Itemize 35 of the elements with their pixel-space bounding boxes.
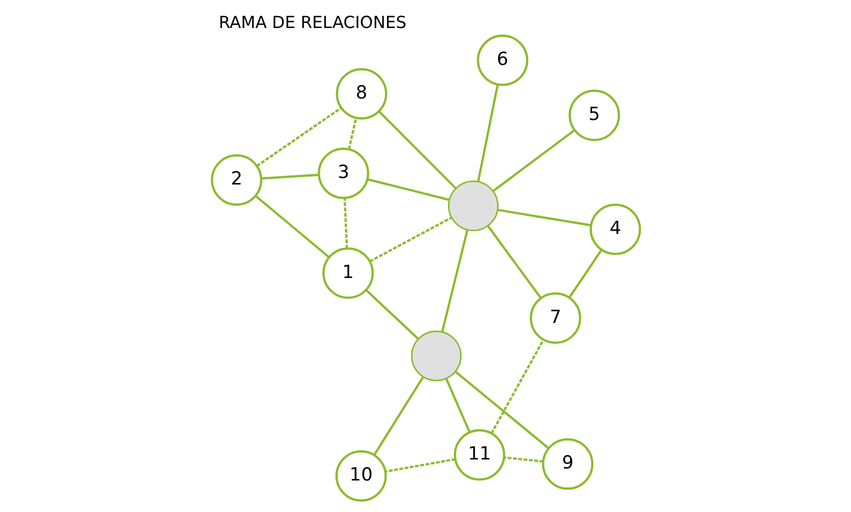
- node-circle: 1: [322, 247, 374, 299]
- connector: [444, 378, 470, 433]
- node-circle: 7: [529, 292, 581, 344]
- node-circle: 3: [317, 148, 369, 200]
- connector: [254, 195, 330, 258]
- node-circle: 10: [334, 450, 386, 502]
- node-circle: 4: [589, 204, 641, 256]
- connector: [372, 376, 424, 456]
- connector: [256, 106, 342, 167]
- connector: [486, 225, 542, 299]
- connector: [492, 129, 575, 192]
- node-circle: 9: [542, 438, 593, 490]
- node-circle: 5: [568, 90, 620, 142]
- connector: [366, 178, 450, 201]
- connector: [568, 249, 602, 298]
- diagram-title: RAMA DE RELACIONES: [218, 12, 406, 32]
- connector: [504, 456, 543, 463]
- connector: [490, 339, 544, 434]
- connector: [364, 289, 419, 340]
- connector: [343, 198, 348, 248]
- connector: [497, 208, 591, 226]
- node-circle: [447, 180, 498, 232]
- connector: [347, 118, 357, 150]
- node-circle: 6: [476, 34, 528, 86]
- connector: [368, 216, 452, 262]
- node-circle: 2: [210, 154, 262, 206]
- connector: [260, 174, 318, 180]
- connector: [476, 84, 498, 182]
- connector: [454, 370, 549, 450]
- connector: [378, 110, 456, 189]
- node-circle: 11: [453, 429, 505, 481]
- connector: [440, 230, 468, 332]
- node-circle: 8: [335, 68, 387, 120]
- connector: [384, 458, 455, 473]
- node-circle: [410, 330, 462, 382]
